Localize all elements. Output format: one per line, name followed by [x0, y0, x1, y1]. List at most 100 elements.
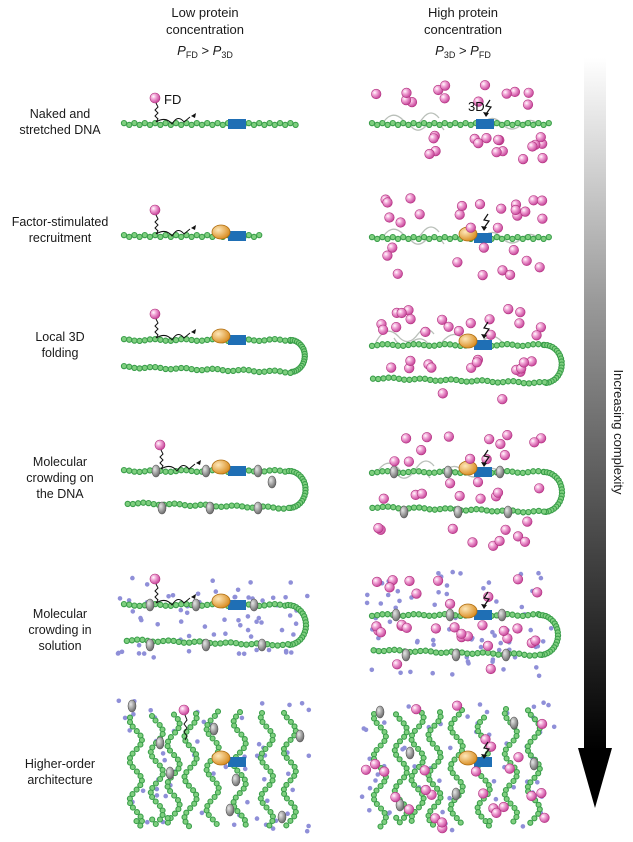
dna-crowder [391, 608, 401, 622]
dna-bead [514, 469, 521, 476]
solution-crowder [254, 619, 259, 624]
dna-bead [415, 745, 422, 752]
protein [440, 80, 451, 91]
dna-bead [391, 646, 398, 653]
solution-crowder [395, 588, 401, 594]
dna-bead [129, 791, 136, 798]
dna-bead [400, 469, 407, 476]
solution-crowder [259, 620, 264, 625]
dna-bead [482, 777, 489, 784]
dna-bead [141, 231, 148, 239]
dna-bead [535, 507, 542, 515]
dna-bead [157, 121, 164, 129]
dna-bead [171, 792, 178, 799]
dna-bead [531, 716, 538, 723]
dna-bead [236, 749, 243, 756]
dna-bead [405, 468, 412, 476]
solution-crowder [528, 627, 533, 633]
dna-bead [261, 368, 268, 375]
threed-arrow [485, 99, 493, 115]
protein [508, 245, 519, 256]
dna-bead [447, 376, 455, 383]
dna-crowder [405, 746, 415, 760]
dna-bead [212, 640, 219, 647]
dna-bead [416, 504, 423, 511]
binding-site [474, 233, 492, 243]
protein [526, 790, 537, 802]
solution-crowder [548, 626, 554, 631]
dna-bead [156, 816, 164, 823]
dna-bead [236, 709, 244, 716]
dna-bead [410, 341, 417, 348]
dna-bead [259, 799, 266, 807]
dna-bead [133, 786, 140, 793]
dna-bead [280, 505, 287, 512]
dna-bead [152, 780, 159, 787]
dna-bead [431, 722, 438, 729]
threed-arrowhead [481, 462, 487, 467]
solution-crowder [236, 651, 242, 656]
dna-bead [162, 602, 169, 609]
protein [421, 432, 433, 443]
dna-bead [410, 468, 417, 475]
dna-bead [209, 816, 216, 823]
protein [424, 148, 435, 160]
solution-crowder [151, 655, 156, 660]
binding-site [228, 119, 246, 129]
dna-bead [504, 467, 511, 475]
dna-bead [389, 119, 396, 127]
dna-bead [124, 500, 131, 508]
dna-bead [129, 804, 136, 811]
cofactor [458, 603, 478, 619]
dna-bead [415, 121, 422, 129]
dna-crowder [495, 465, 505, 479]
dna-bead [373, 787, 380, 794]
dna-bead [165, 637, 172, 644]
dna-bead [427, 648, 434, 655]
solution-crowder [289, 650, 294, 655]
dna-crowder [201, 464, 211, 478]
dna-bead [530, 341, 537, 348]
dna-bead [396, 738, 404, 745]
solution-crowder [270, 595, 276, 601]
protein [403, 804, 415, 815]
dna-bead [416, 723, 423, 730]
dna-bead [193, 119, 200, 127]
dna-bead [131, 231, 138, 239]
protein [405, 355, 416, 367]
solution-crowder [551, 724, 557, 730]
solution-crowder [283, 650, 289, 655]
protein [404, 575, 415, 587]
dna-bead [431, 506, 438, 513]
dna-bead [509, 468, 516, 475]
dna-bead [379, 233, 386, 241]
dna-bead [519, 235, 526, 243]
dna-bead [435, 799, 442, 806]
dna-bead [371, 796, 378, 803]
protein [396, 307, 407, 319]
dna-bead [406, 376, 413, 383]
dna-bead [530, 235, 537, 243]
dna-bead [379, 119, 386, 127]
dna-bead [458, 377, 465, 385]
dna-bead [188, 233, 195, 241]
protein [149, 308, 161, 320]
dna-bead [441, 340, 448, 348]
dna-bead [486, 818, 493, 825]
protein [411, 588, 422, 599]
dna-bead [495, 651, 502, 658]
dna-bead [271, 367, 278, 374]
binding-site [228, 757, 246, 767]
solution-crowder [248, 580, 253, 585]
dna-bead [401, 733, 408, 740]
dna-bead [400, 760, 407, 767]
dna-crowder [453, 505, 463, 519]
dna-bead [250, 337, 258, 344]
solution-crowder [437, 778, 442, 783]
dna-bead [264, 503, 272, 510]
dna-bead [181, 502, 189, 509]
dna-bead [545, 233, 552, 241]
dna-bead [131, 364, 138, 372]
